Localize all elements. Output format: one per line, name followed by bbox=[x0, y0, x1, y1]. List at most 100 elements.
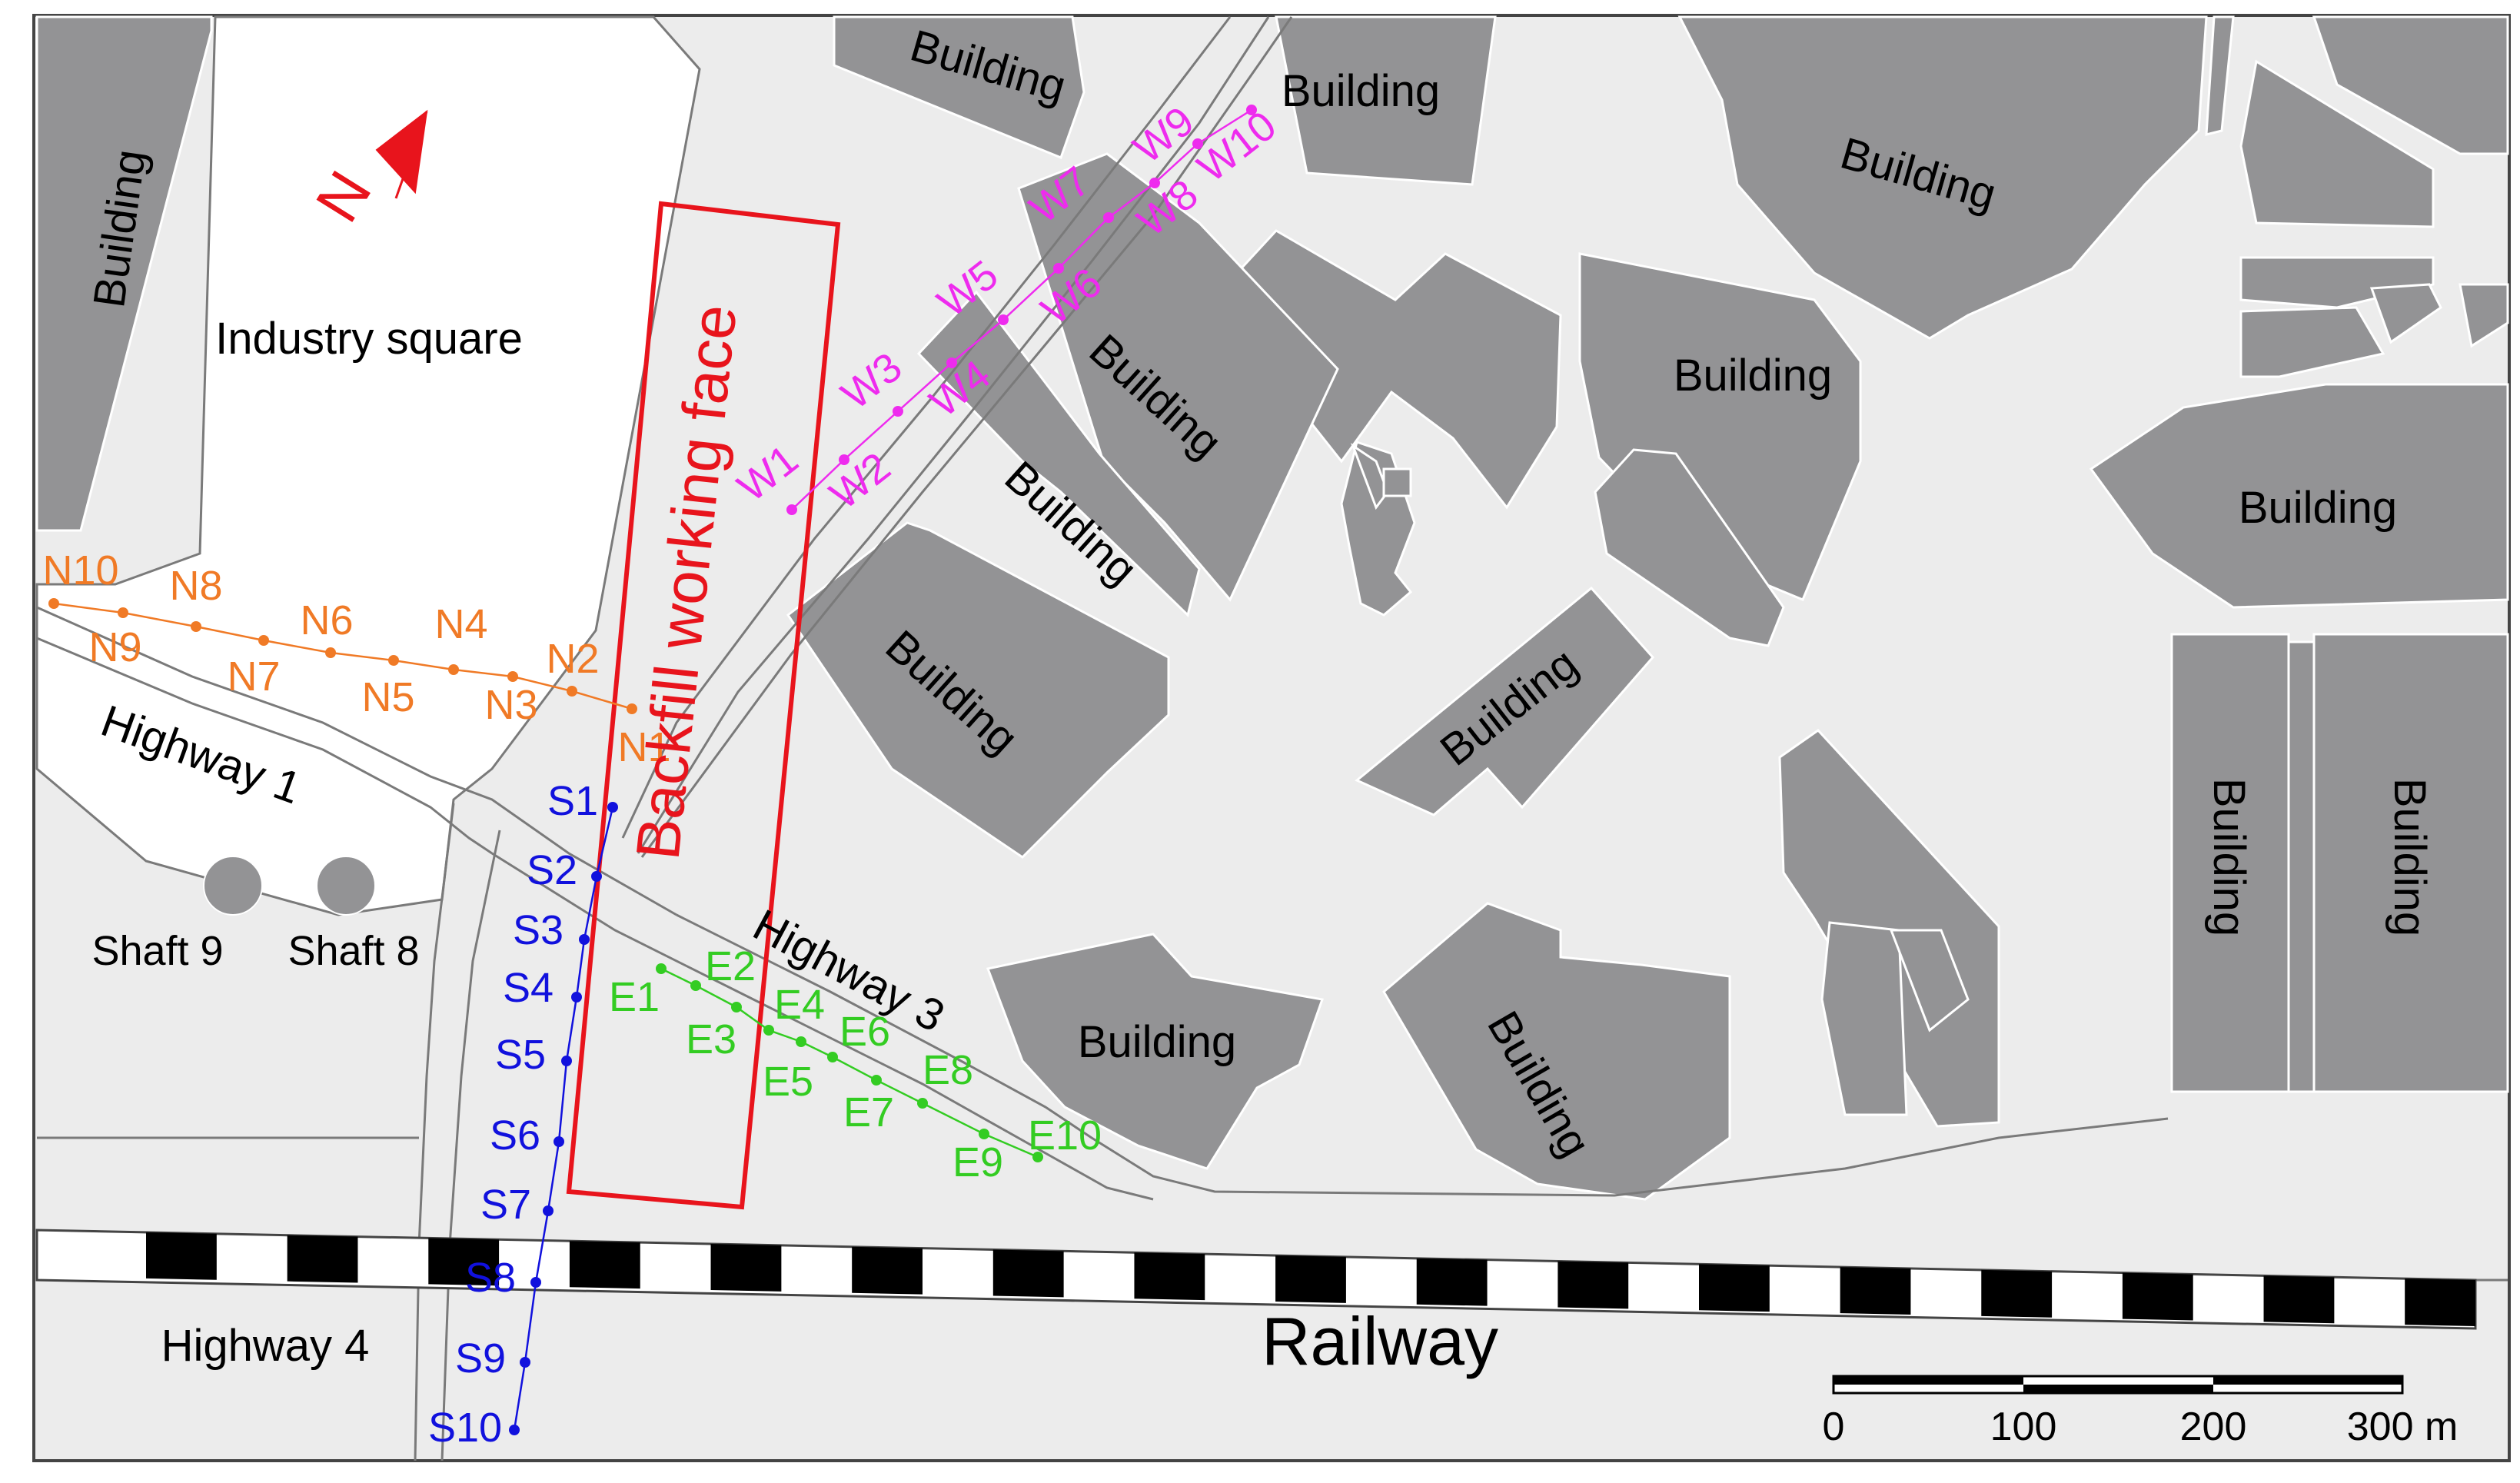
highway-1-edge bbox=[36, 637, 493, 855]
scale-tick-label: 100 bbox=[1990, 1405, 2057, 1449]
survey-point bbox=[388, 655, 399, 666]
building-block bbox=[1382, 902, 1731, 1201]
building-block bbox=[2312, 15, 2509, 155]
shaft-9-label: Shaft 9 bbox=[91, 928, 223, 974]
scale-bar-segment bbox=[1833, 1376, 2023, 1385]
survey-point bbox=[786, 504, 797, 515]
survey-point bbox=[1149, 178, 1160, 188]
building-block bbox=[786, 521, 1170, 859]
building-block bbox=[1677, 15, 2208, 340]
railway-label: Railway bbox=[1262, 1303, 1498, 1379]
industry-square-label: Industry square bbox=[215, 314, 523, 364]
building-block bbox=[1355, 586, 1654, 816]
building-label: Building bbox=[2385, 778, 2435, 936]
railway-tie bbox=[428, 1238, 500, 1286]
highway-4-edge bbox=[441, 830, 501, 1461]
survey-point bbox=[591, 871, 602, 882]
railway-tie bbox=[1699, 1264, 1770, 1312]
survey-point bbox=[325, 647, 336, 658]
survey-point-label: S8 bbox=[465, 1255, 516, 1301]
building-label: Building bbox=[2204, 778, 2254, 936]
north-arrow-shaft bbox=[394, 111, 428, 199]
survey-point-label: E9 bbox=[952, 1139, 1003, 1185]
survey-point-label: N9 bbox=[88, 624, 141, 670]
highway-3-edge bbox=[676, 913, 2169, 1197]
building-block bbox=[1382, 467, 1412, 497]
building-block bbox=[2239, 306, 2385, 378]
survey-point bbox=[509, 1425, 520, 1435]
railway-tie bbox=[1275, 1255, 1346, 1303]
building-block bbox=[916, 290, 1201, 617]
survey-point-label: S6 bbox=[490, 1112, 540, 1159]
survey-point-label: E10 bbox=[1028, 1112, 1102, 1159]
survey-point bbox=[627, 703, 637, 714]
railway-tie bbox=[2122, 1272, 2193, 1321]
survey-point bbox=[507, 671, 518, 682]
survey-point-label: N2 bbox=[546, 636, 599, 682]
survey-point bbox=[571, 992, 582, 1003]
survey-point bbox=[839, 454, 849, 465]
survey-point-label: S7 bbox=[480, 1182, 531, 1228]
building-block bbox=[2312, 633, 2509, 1093]
diagonal-road-edge bbox=[640, 16, 1293, 858]
building-block bbox=[833, 15, 1085, 159]
building-label: Building bbox=[1282, 66, 1440, 116]
railway-tie bbox=[287, 1235, 358, 1283]
survey-point bbox=[258, 635, 269, 646]
survey-point-label: E4 bbox=[774, 982, 825, 1028]
survey-point bbox=[567, 686, 577, 697]
building-block bbox=[35, 15, 213, 532]
survey-point bbox=[1032, 1152, 1043, 1162]
survey-point-label: N1 bbox=[617, 724, 670, 770]
scale-bar-segment bbox=[2023, 1385, 2213, 1393]
survey-line-n bbox=[53, 602, 633, 710]
building-block bbox=[1820, 921, 1908, 1116]
survey-point-label: N6 bbox=[300, 597, 353, 643]
railway-tie bbox=[569, 1241, 640, 1289]
survey-point-label: E7 bbox=[843, 1089, 894, 1136]
survey-point bbox=[1246, 105, 1257, 115]
survey-point bbox=[1103, 212, 1114, 223]
survey-point-label: E2 bbox=[705, 943, 756, 989]
survey-line-e bbox=[660, 967, 1039, 1159]
north-arrow-head bbox=[375, 109, 428, 195]
survey-point bbox=[893, 406, 903, 417]
building-block bbox=[2369, 283, 2442, 344]
railway-tie bbox=[1981, 1269, 2053, 1318]
survey-point-label: S4 bbox=[503, 965, 554, 1011]
survey-point bbox=[554, 1136, 564, 1147]
railway-tie bbox=[2405, 1279, 2475, 1326]
railway-tie bbox=[1416, 1258, 1488, 1306]
survey-point-label: N5 bbox=[361, 674, 414, 720]
highway-4-edge bbox=[414, 803, 455, 1461]
survey-point bbox=[561, 1056, 572, 1066]
building-label: Building bbox=[1674, 351, 1832, 401]
highway-4-label: Highway 4 bbox=[161, 1321, 370, 1371]
building-block bbox=[1594, 448, 1785, 647]
building-label: Building bbox=[1078, 1017, 1236, 1067]
survey-point bbox=[656, 963, 667, 974]
survey-point bbox=[543, 1205, 554, 1216]
survey-point bbox=[871, 1075, 882, 1086]
survey-point bbox=[763, 1025, 774, 1036]
railway-tie bbox=[2263, 1275, 2335, 1324]
building-block bbox=[2205, 15, 2235, 136]
survey-point bbox=[1053, 263, 1064, 274]
survey-point bbox=[1192, 138, 1203, 149]
building-block bbox=[2170, 633, 2290, 1093]
survey-point-label: N8 bbox=[169, 563, 222, 609]
survey-point bbox=[607, 802, 618, 813]
building-block bbox=[2089, 383, 2509, 609]
building-block bbox=[1275, 15, 1497, 186]
highway-1-edge bbox=[36, 606, 677, 916]
railway-tie bbox=[992, 1249, 1064, 1298]
survey-point-label: N3 bbox=[484, 682, 537, 728]
scale-tick-label: 0 bbox=[1823, 1405, 1845, 1449]
shaft-9-circle bbox=[203, 856, 263, 916]
survey-point-label: E3 bbox=[686, 1016, 736, 1062]
scale-bar bbox=[1832, 1375, 2404, 1395]
survey-point-label: N10 bbox=[42, 547, 118, 594]
survey-point-label: S9 bbox=[455, 1335, 506, 1382]
railway-track bbox=[35, 1229, 2477, 1330]
